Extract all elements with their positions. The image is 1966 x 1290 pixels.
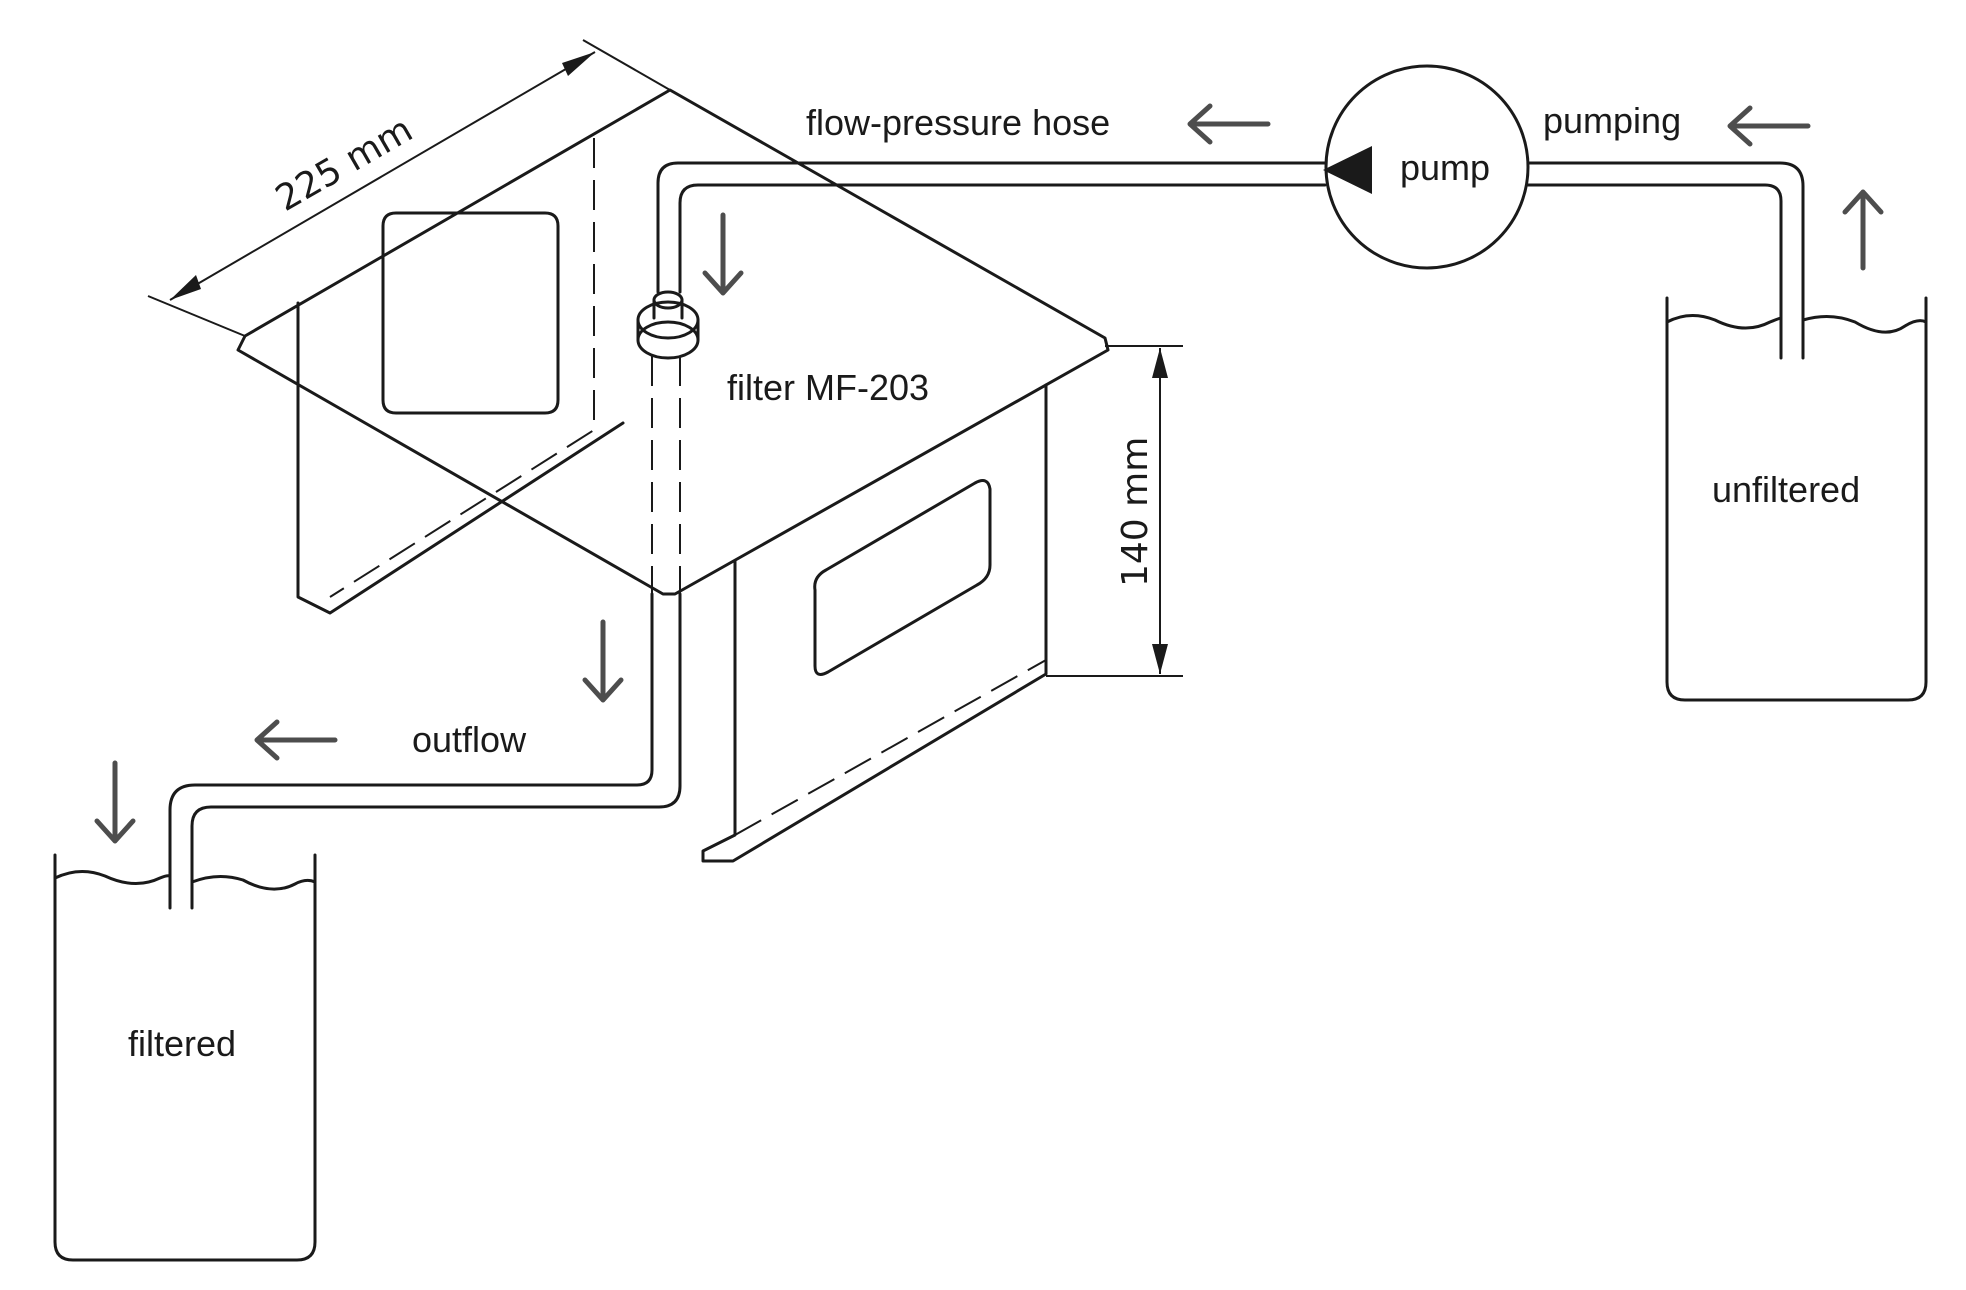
outflow-hose xyxy=(168,592,682,910)
arrow-down-icon xyxy=(702,212,744,296)
outflow-label: outflow xyxy=(412,719,527,760)
width-dimension-label: 225 mm xyxy=(269,109,420,220)
pumping-label: pumping xyxy=(1543,100,1681,141)
height-dimension: 140 mm xyxy=(1046,345,1183,677)
pump-label: pump xyxy=(1400,147,1490,188)
pump: pump xyxy=(1323,64,1530,270)
filter-top-plate xyxy=(236,88,1110,596)
flow-pressure-hose xyxy=(656,161,1327,294)
inlet-fitting xyxy=(636,290,700,360)
width-dimension: 225 mm xyxy=(147,39,671,337)
arrow-left-icon xyxy=(1187,103,1271,145)
filter-unit xyxy=(236,88,1110,863)
arrow-left-icon xyxy=(1727,105,1811,147)
filtered-tank: filtered xyxy=(53,853,317,1262)
arrow-up-icon xyxy=(1842,189,1884,271)
filter-label: filter MF-203 xyxy=(727,367,929,408)
arrow-down-icon xyxy=(94,760,136,844)
height-dimension-label: 140 mm xyxy=(1115,437,1156,587)
unfiltered-tank: unfiltered xyxy=(1665,296,1928,702)
filtered-label: filtered xyxy=(128,1023,236,1064)
back-left-leg xyxy=(296,138,625,615)
front-right-leg xyxy=(701,383,1048,863)
hose-label: flow-pressure hose xyxy=(806,102,1110,143)
arrow-left-icon xyxy=(254,719,338,761)
pump-direction-icon xyxy=(1323,146,1372,194)
suction-hose xyxy=(1526,161,1805,360)
arrow-down-icon xyxy=(582,619,624,703)
unfiltered-label: unfiltered xyxy=(1712,469,1860,510)
